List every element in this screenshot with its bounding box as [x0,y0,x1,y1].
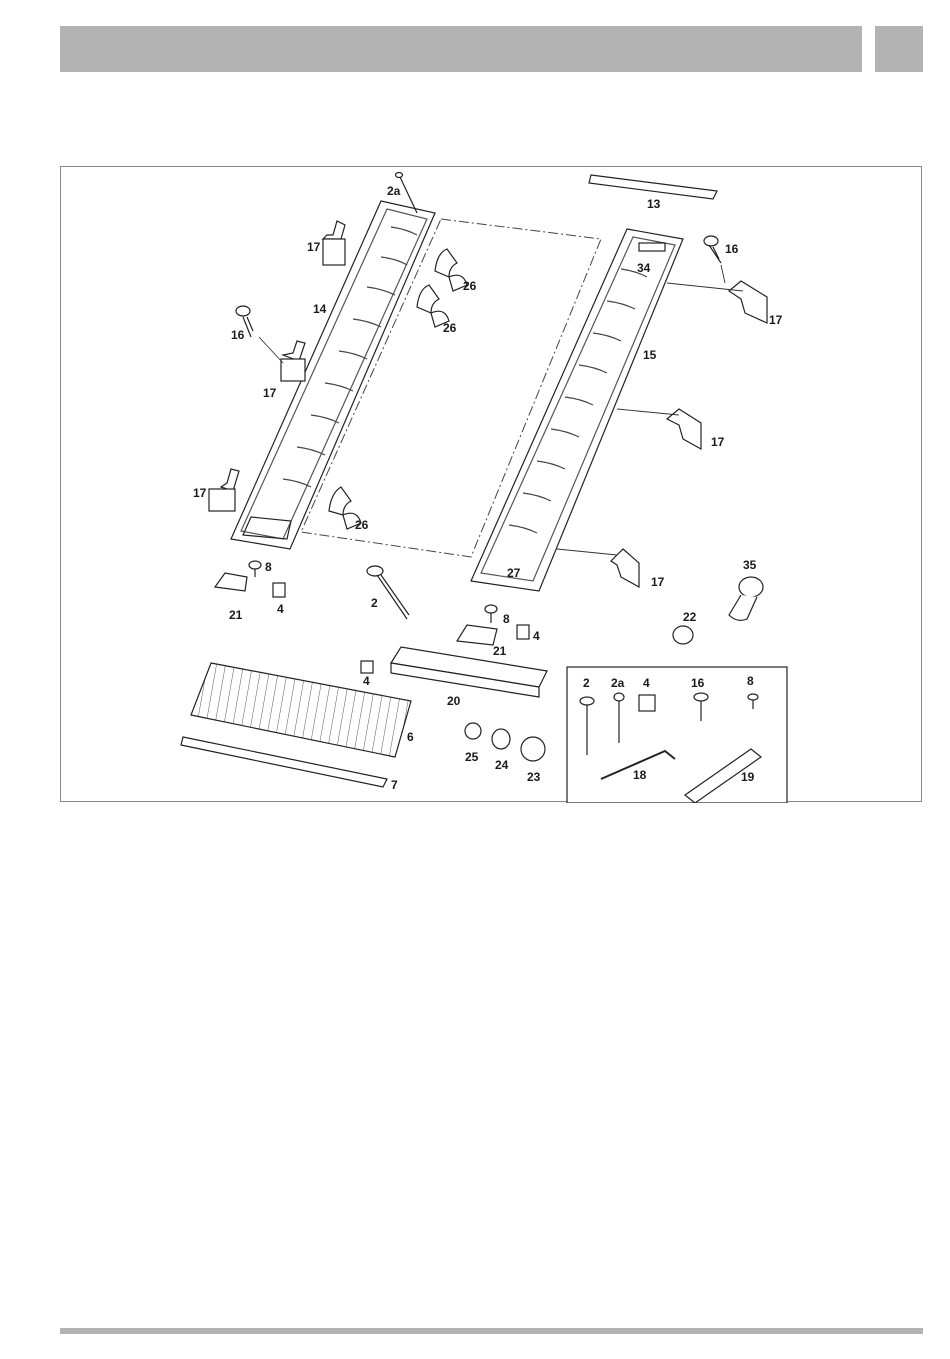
label-4-low: 4 [363,674,370,688]
bracket-21-mid [457,625,497,645]
bracket-17-top-left [323,221,345,265]
screw-8-left [249,561,261,577]
footer-bar [60,1328,923,1334]
nut-4-low [361,661,373,673]
label-22: 22 [683,610,697,624]
rod-13 [589,175,717,199]
label-2a-top: 2a [387,184,401,198]
bracket-17-mid-left [281,341,305,381]
label-kit-2: 2 [583,676,590,690]
label-17-right-c: 17 [651,575,665,589]
label-26-a: 26 [463,279,477,293]
label-kit-4: 4 [643,676,650,690]
plug-22 [673,626,693,644]
bracket-21-left [215,573,247,591]
label-14: 14 [313,302,327,316]
label-21-left: 21 [229,608,243,622]
screw-8-mid [485,605,497,623]
label-17-low-left: 17 [193,486,207,500]
nut-4-left [273,583,285,597]
ring-24 [492,729,510,749]
label-20: 20 [447,694,461,708]
screw-2-middle [367,566,409,619]
label-kit-18: 18 [633,768,647,782]
label-kit-16: 16 [691,676,705,690]
bracket-17-right-mid [667,409,701,449]
nut-23 [521,737,545,761]
nut-4-mid [517,625,529,639]
cap-35 [729,577,763,620]
label-6: 6 [407,730,414,744]
label-23: 23 [527,770,541,784]
diagram-canvas: 2a 13 16 34 17 26 26 26 14 16 17 15 17 1… [61,167,923,803]
label-35: 35 [743,558,757,572]
bracket-17-low-left [209,469,239,511]
label-34: 34 [637,261,651,275]
label-26-c: 26 [355,518,369,532]
label-16-right: 16 [725,242,739,256]
bracket-17-right-top [729,281,767,323]
kit-nut-4 [639,695,655,711]
screw-16-right [704,236,721,263]
label-25: 25 [465,750,479,764]
label-kit-2a: 2a [611,676,625,690]
label-27: 27 [507,566,521,580]
label-17-top-left: 17 [307,240,321,254]
label-4-left: 4 [277,602,284,616]
label-8-left: 8 [265,560,272,574]
label-8-mid: 8 [503,612,510,626]
header-page-tab [875,26,923,72]
label-4-mid: 4 [533,629,540,643]
label-13: 13 [647,197,661,211]
label-26-b: 26 [443,321,457,335]
mounting-rail-20 [391,647,547,697]
label-15: 15 [643,348,657,362]
ring-25 [465,723,481,739]
label-21-mid: 21 [493,644,507,658]
label-24: 24 [495,758,509,772]
cover-sheet-6 [191,663,411,757]
label-16-left: 16 [231,328,245,342]
collector-frame-right [471,229,683,591]
label-kit-8: 8 [747,674,754,688]
label-17-right-a: 17 [769,313,783,327]
exploded-parts-diagram: 2a 13 16 34 17 26 26 26 14 16 17 15 17 1… [60,166,922,802]
label-7: 7 [391,778,398,792]
label-kit-19: 19 [741,770,755,784]
label-17-mid-left: 17 [263,386,277,400]
header-bar [60,26,862,72]
label-17-right-b: 17 [711,435,725,449]
label-2-mid: 2 [371,596,378,610]
